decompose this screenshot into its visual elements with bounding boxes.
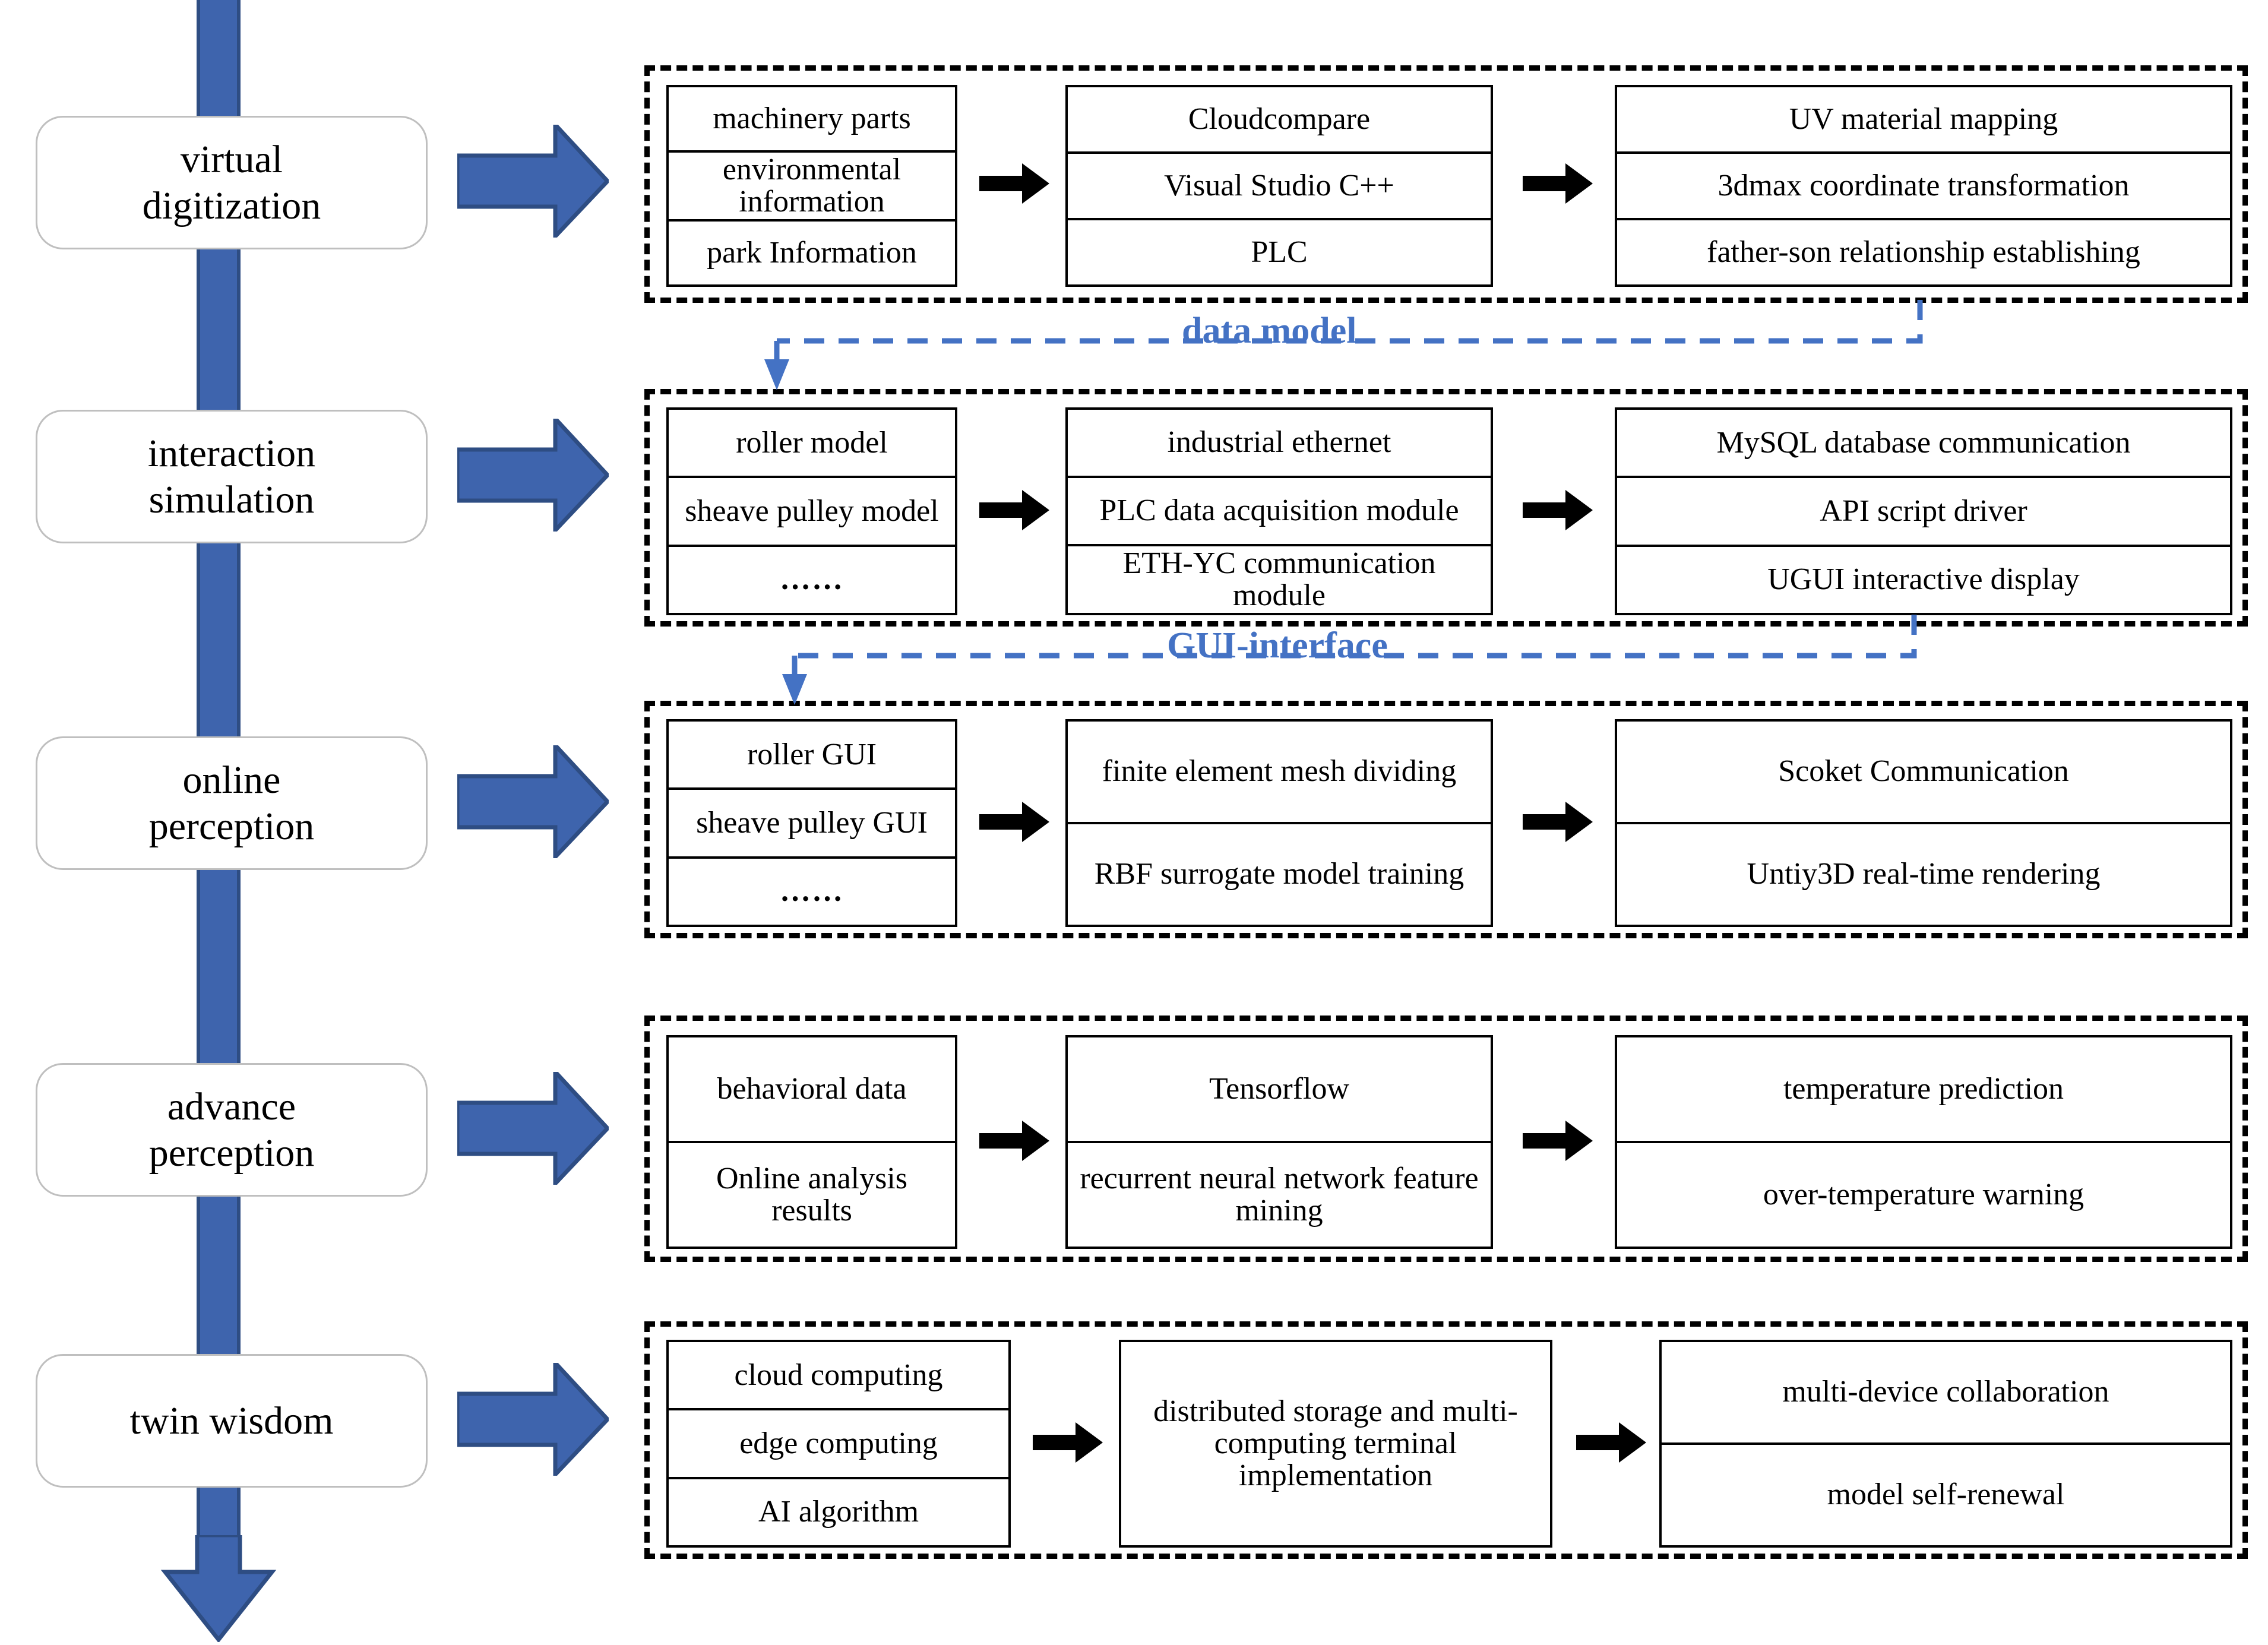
flow-arrow-icon — [1523, 486, 1594, 534]
stage-label-line1: online — [182, 758, 281, 802]
panel-cell: PLC data acquisition module — [1068, 478, 1491, 546]
stage-label-line1: twin wisdom — [129, 1399, 334, 1442]
panel-comms: industrial ethernet PLC data acquisition… — [1065, 407, 1493, 615]
panel-cell: Online analysis results — [716, 1161, 908, 1228]
panel-cell: park Information — [707, 236, 917, 270]
panel-cell: AI algorithm — [758, 1495, 919, 1529]
flow-arrow-icon — [979, 160, 1051, 207]
panel-cell: roller model — [669, 410, 955, 479]
panel-cell: finite element mesh dividing — [1068, 722, 1491, 824]
panel-cell: Visual Studio C++ — [1068, 154, 1491, 220]
row-interaction-simulation: roller model sheave pulley model …… indu… — [644, 389, 2248, 627]
panel-cell: PLC — [1251, 235, 1308, 269]
panel-fem: finite element mesh dividing RBF surroga… — [1065, 719, 1493, 927]
flow-arrow-icon — [1576, 1419, 1647, 1466]
panel-cell: machinery parts — [669, 87, 955, 153]
panel-compute: cloud computing edge computing AI algori… — [666, 1340, 1011, 1548]
stage-arrow-icon-1 — [455, 119, 611, 242]
row-advance-perception: behavioral data Online analysis results … — [644, 1016, 2248, 1262]
row-online-perception: roller GUI sheave pulley GUI …… finite e… — [644, 701, 2248, 938]
stage-pill-twin-wisdom[interactable]: twin wisdom — [36, 1354, 428, 1488]
panel-cell: UV material mapping — [1617, 87, 2230, 154]
panel-cell: UGUI interactive display — [1767, 562, 2080, 597]
panel-cell: distributed storage and multi-computing … — [1153, 1394, 1518, 1493]
row-virtual-digitization: machinery parts environmental informatio… — [644, 65, 2248, 303]
panel-cell: model self-renewal — [1827, 1478, 2065, 1512]
flow-arrow-icon — [1033, 1419, 1104, 1466]
stage-label-line2: perception — [148, 1131, 315, 1175]
stage-label-line2: perception — [148, 804, 315, 848]
panel-ml: Tensorflow recurrent neural network feat… — [1065, 1035, 1493, 1249]
panel-cell: industrial ethernet — [1068, 410, 1491, 478]
panel-cell: API script driver — [1617, 478, 2230, 547]
panel-cell: edge computing — [669, 1410, 1008, 1479]
panel-cell: cloud computing — [669, 1342, 1008, 1411]
panel-tools: Cloudcompare Visual Studio C++ PLC — [1065, 85, 1493, 287]
panel-inputs: machinery parts environmental informatio… — [666, 85, 957, 287]
panel-cell: temperature prediction — [1617, 1037, 2230, 1143]
panel-cell: MySQL database communication — [1617, 410, 2230, 479]
feedback-label-gui-interface: GUI-interface — [1167, 625, 1388, 666]
panel-predict: temperature prediction over-temperature … — [1615, 1035, 2232, 1249]
feedback-connector-gui-interface — [778, 615, 1966, 710]
flow-arrow-icon — [979, 1117, 1051, 1165]
panel-models: roller model sheave pulley model …… — [666, 407, 957, 615]
feedback-label-data-model: data model — [1182, 311, 1357, 351]
stage-arrow-icon-2 — [455, 413, 611, 536]
stage-label-line1: virtual — [180, 137, 283, 181]
panel-cell: Tensorflow — [1068, 1037, 1491, 1143]
stage-label-line1: advance — [167, 1084, 296, 1128]
panel-cell: Untiy3D real-time rendering — [1747, 857, 2101, 891]
panel-cell-ellipsis: …… — [780, 562, 844, 597]
panel-cell: Scoket Communication — [1617, 722, 2230, 824]
stage-arrow-icon-4 — [455, 1067, 611, 1189]
panel-outputs: UV material mapping 3dmax coordinate tra… — [1615, 85, 2232, 287]
flow-arrow-icon — [979, 486, 1051, 534]
panel-cell: 3dmax coordinate transformation — [1617, 154, 2230, 220]
panel-cell: ETH-YC communication module — [1122, 546, 1436, 612]
panel-cell-ellipsis: …… — [780, 874, 844, 909]
stage-label-line1: interaction — [147, 431, 316, 475]
panel-storage: distributed storage and multi-computing … — [1119, 1340, 1552, 1548]
flow-down-arrow-icon — [160, 1533, 277, 1643]
stage-pill-virtual-digitization[interactable]: virtual digitization — [36, 116, 428, 249]
flow-arrow-icon — [979, 798, 1051, 846]
stage-label-line2: simulation — [148, 477, 315, 521]
flow-arrow-icon — [1523, 160, 1594, 207]
panel-cell: RBF surrogate model training — [1094, 857, 1464, 891]
panel-guis: roller GUI sheave pulley GUI …… — [666, 719, 957, 927]
stage-arrow-icon-5 — [455, 1358, 611, 1480]
panel-collab: multi-device collaboration model self-re… — [1659, 1340, 2232, 1548]
stage-pill-online-perception[interactable]: online perception — [36, 736, 428, 870]
panel-cell: sheave pulley model — [669, 478, 955, 547]
stage-arrow-icon-3 — [455, 740, 611, 862]
panel-cell: behavioral data — [669, 1037, 955, 1143]
flow-arrow-icon — [1523, 798, 1594, 846]
panel-drivers: MySQL database communication API script … — [1615, 407, 2232, 615]
panel-cell: Cloudcompare — [1068, 87, 1491, 154]
flow-arrow-icon — [1523, 1117, 1594, 1165]
panel-data: behavioral data Online analysis results — [666, 1035, 957, 1249]
panel-cell: recurrent neural network feature mining — [1080, 1161, 1479, 1228]
panel-cell: environmental information — [669, 153, 955, 222]
stage-label-line2: digitization — [142, 184, 321, 227]
panel-cell: sheave pulley GUI — [669, 790, 955, 859]
stage-pill-advance-perception[interactable]: advance perception — [36, 1063, 428, 1197]
panel-render: Scoket Communication Untiy3D real-time r… — [1615, 719, 2232, 927]
panel-cell: multi-device collaboration — [1662, 1342, 2230, 1445]
panel-cell: over-temperature warning — [1763, 1177, 2084, 1211]
panel-cell: roller GUI — [669, 722, 955, 790]
stage-pill-interaction-simulation[interactable]: interaction simulation — [36, 410, 428, 543]
panel-cell: father-son relationship establishing — [1707, 235, 2140, 269]
feedback-connector-data-model — [760, 300, 1948, 395]
row-twin-wisdom: cloud computing edge computing AI algori… — [644, 1321, 2248, 1559]
